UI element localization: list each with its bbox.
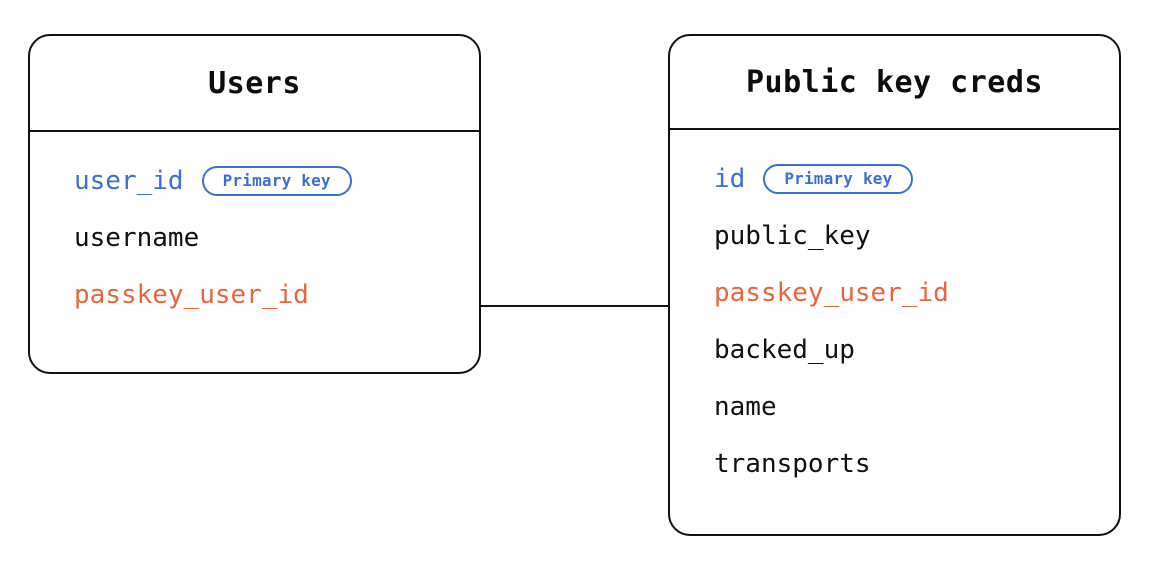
entity-box-users[interactable]: Users user_id Primary key username passkey_u… (28, 34, 481, 374)
entity-title: Public key creds (746, 64, 1043, 100)
entity-header-public-key-creds: Public key creds (670, 36, 1119, 130)
primary-key-badge-label: Primary key (784, 168, 893, 188)
field-row[interactable]: id Primary key (670, 150, 1119, 207)
field-row[interactable]: passkey_user_id (30, 266, 479, 323)
entity-field-list: user_id Primary key username passkey_user_i… (30, 152, 479, 323)
field-row[interactable]: name (670, 378, 1119, 435)
field-row[interactable]: backed_up (670, 321, 1119, 378)
field-name-backed_up: backed_up (714, 334, 855, 365)
field-row[interactable]: username (30, 209, 479, 266)
field-row[interactable]: transports (670, 435, 1119, 492)
primary-key-badge: Primary key (201, 165, 352, 196)
primary-key-badge: Primary key (763, 163, 914, 194)
field-row[interactable]: user_id Primary key (30, 152, 479, 209)
field-name-public_key: public_key (714, 220, 871, 251)
field-name-passkey_user_id: passkey_user_id (714, 277, 949, 308)
field-name-name: name (714, 391, 777, 422)
field-name-transports: transports (714, 448, 871, 479)
primary-key-badge-label: Primary key (222, 170, 331, 190)
entity-title: Users (208, 65, 301, 101)
field-name-user_id: user_id (74, 165, 184, 196)
entity-header-users: Users (30, 36, 479, 132)
field-name-username: username (74, 222, 200, 253)
field-name-passkey_user_id: passkey_user_id (74, 279, 309, 310)
relationship-line-users-to-public-key-creds[interactable] (481, 305, 668, 307)
field-row[interactable]: public_key (670, 207, 1119, 264)
field-name-id: id (714, 163, 746, 194)
field-row[interactable]: passkey_user_id (670, 264, 1119, 321)
